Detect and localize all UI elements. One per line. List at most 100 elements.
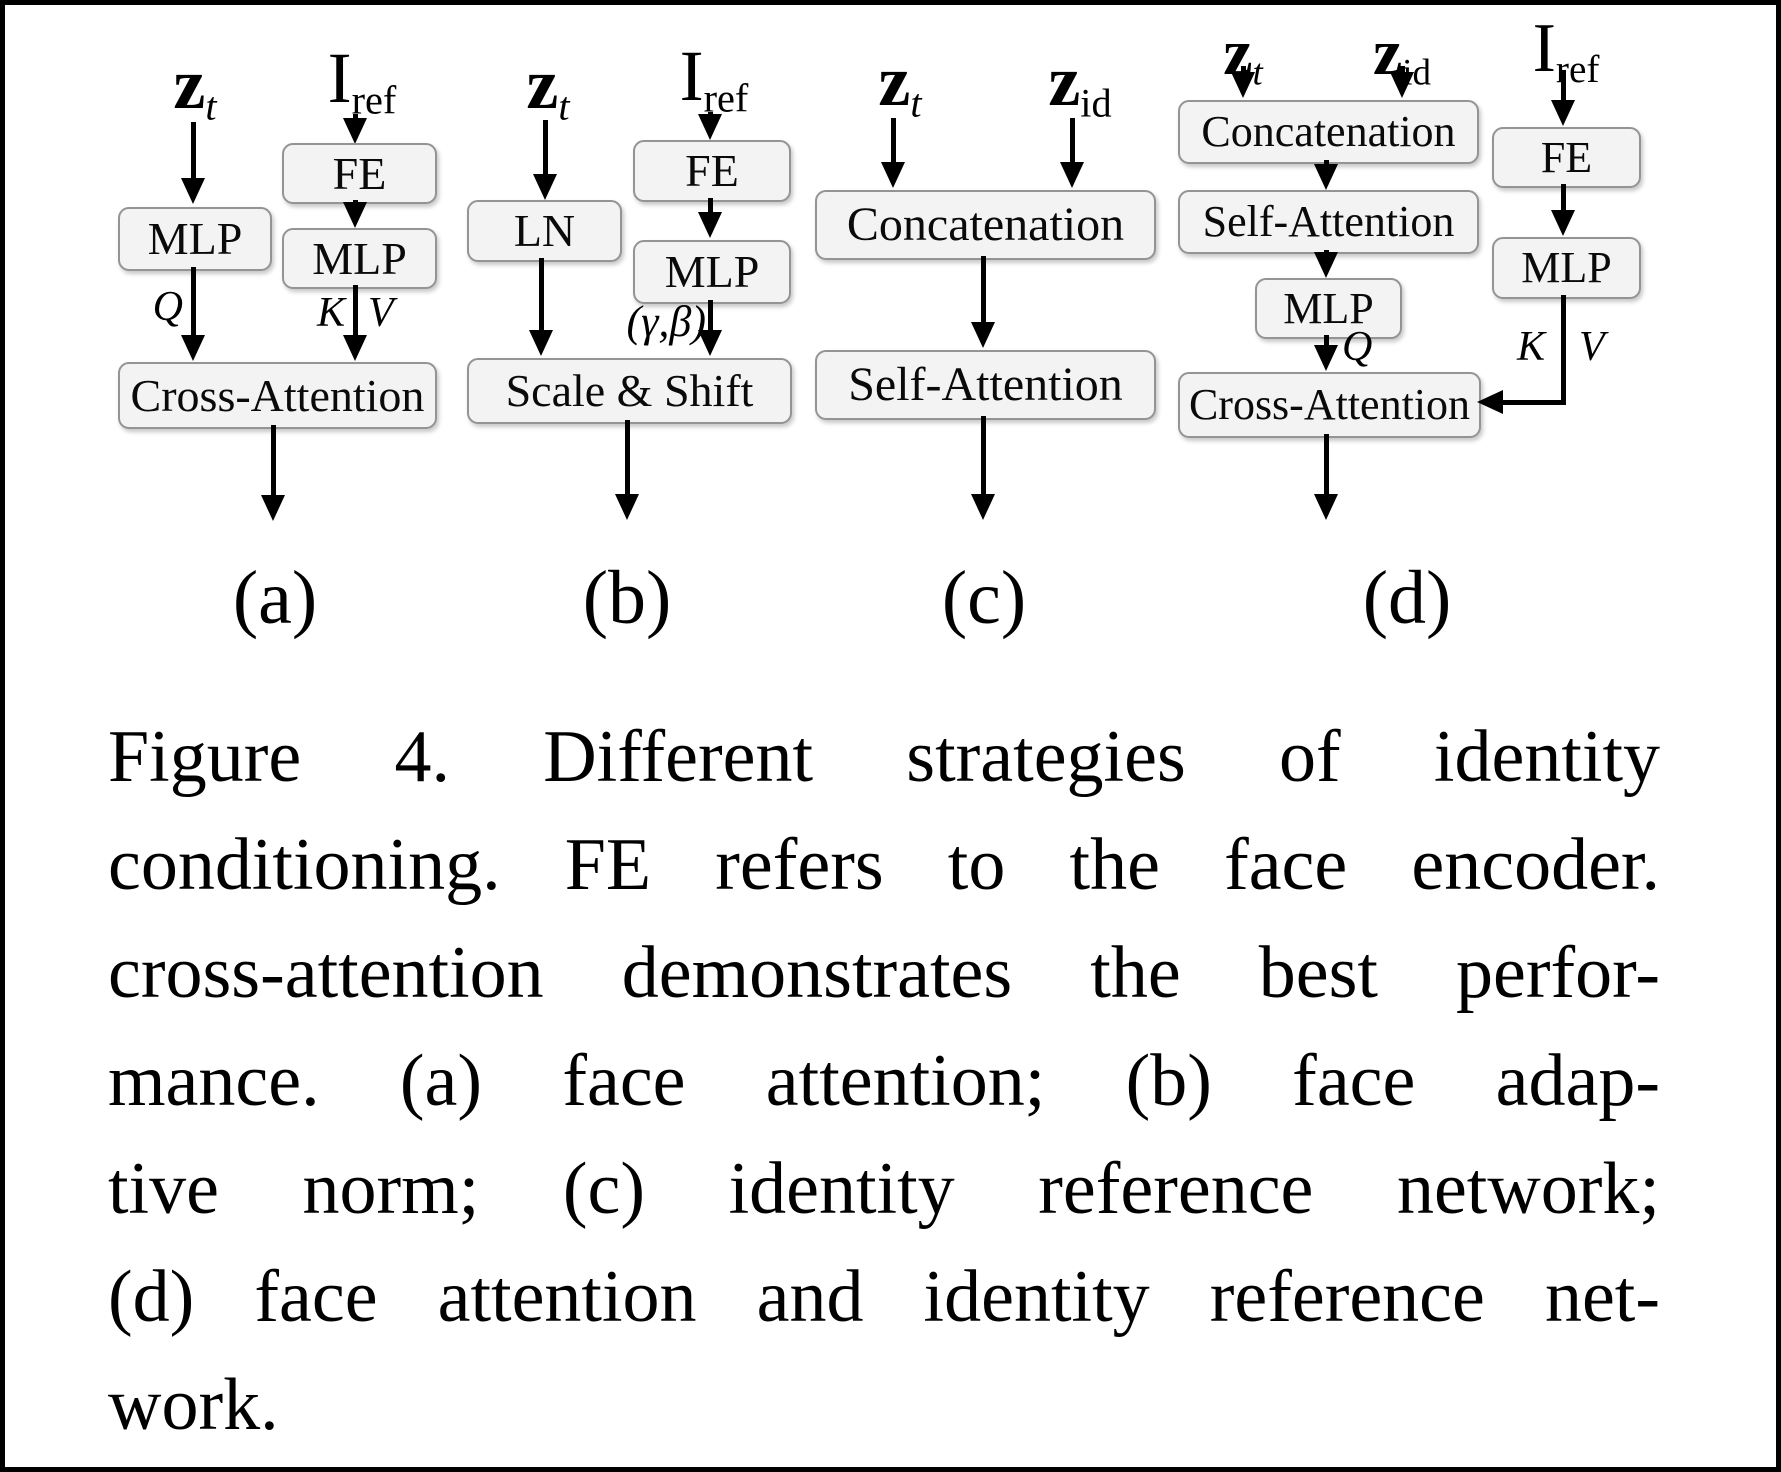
arrow-zt-to-concat-c — [891, 118, 896, 164]
arrow-iref-to-fe-d-head — [1551, 100, 1575, 126]
arrow-mlp-to-crossattn-q-a — [191, 267, 196, 337]
v-label-d: V — [1579, 324, 1605, 370]
output-arrow-d — [1324, 434, 1329, 496]
mlp-box-d-right: MLP — [1492, 237, 1641, 299]
output-arrow-c-head — [971, 494, 995, 520]
panel-label-c: (c) — [941, 556, 1027, 640]
cross-attention-box-a: Cross-Attention — [118, 362, 437, 429]
kv-elbow-line-horizontal-d — [1500, 400, 1563, 405]
caption-line: conditioning. FE refers to the face enco… — [108, 824, 1660, 906]
arrow-fe-to-mlp-b — [708, 198, 713, 214]
arrow-ln-to-scaleshift-b — [539, 258, 544, 332]
arrow-zid-to-concat-d-head — [1390, 72, 1414, 98]
zt-symbol-c: zt — [878, 45, 921, 124]
kv-elbow-line-vertical-d — [1561, 295, 1566, 405]
zt-symbol-a: zt — [173, 48, 216, 127]
z-base: z — [878, 41, 911, 121]
arrow-fe-to-mlp-b-head — [698, 212, 722, 238]
zt-symbol-b: zt — [526, 48, 569, 127]
t-subscript: t — [205, 83, 217, 129]
arrow-selfattn-to-mlp-d-head — [1314, 252, 1338, 278]
arrow-iref-to-fe-b-head — [698, 114, 722, 140]
kv-elbow-arrow-d-head — [1477, 390, 1503, 414]
z-base: z — [526, 44, 559, 124]
output-arrow-a — [271, 425, 276, 497]
cross-attention-box-d: Cross-Attention — [1178, 372, 1481, 438]
arrow-ln-to-scaleshift-b-head — [529, 330, 553, 356]
v-label-a: V — [368, 290, 394, 336]
self-attention-box-c: Self-Attention — [815, 350, 1156, 420]
arrow-concat-to-selfattn-c — [981, 256, 986, 324]
arrow-iref-to-fe-a-head — [343, 118, 367, 144]
arrow-mlp-to-scaleshift-b — [708, 300, 713, 332]
arrow-zt-to-mlp-a-head — [181, 178, 205, 204]
q-label-d: Q — [1342, 324, 1373, 370]
concatenation-box-c: Concatenation — [815, 190, 1156, 260]
scale-shift-box-b: Scale & Shift — [467, 358, 792, 424]
arrow-fe-to-mlp-a-head — [343, 202, 367, 228]
ref-subscript: ref — [351, 77, 397, 123]
arrow-zt-to-concat-c-head — [881, 162, 905, 188]
iref-symbol-b: Iref — [680, 40, 749, 119]
arrow-zid-to-concat-c — [1070, 118, 1075, 164]
arrow-fe-to-mlp-d — [1561, 184, 1566, 212]
ref-subscript: ref — [703, 75, 749, 121]
arrow-zt-to-ln-b-head — [533, 174, 557, 200]
i-base: I — [327, 38, 352, 118]
arrow-mlp-to-scaleshift-b-head — [698, 330, 722, 356]
output-arrow-d-head — [1314, 494, 1338, 520]
z-base: z — [1048, 41, 1081, 121]
arrow-zt-to-mlp-a — [191, 122, 196, 180]
arrow-zt-to-ln-b — [543, 120, 548, 176]
k-label-a: K — [316, 290, 345, 336]
output-arrow-b — [625, 420, 630, 496]
self-attention-box-d: Self-Attention — [1178, 190, 1479, 254]
fe-box-d: FE — [1492, 127, 1641, 188]
caption-line: (d) face attention and identity referenc… — [108, 1256, 1660, 1338]
mlp-box-d-left: MLP — [1255, 278, 1402, 339]
iref-symbol-d: Iref — [1533, 14, 1600, 90]
q-label-a: Q — [152, 284, 183, 330]
caption-line: cross-attention demonstrates the best pe… — [108, 932, 1660, 1014]
mlp-box-b: MLP — [633, 240, 791, 304]
t-subscript: t — [558, 83, 570, 129]
id-subscript: id — [1080, 80, 1112, 126]
t-subscript: t — [1252, 51, 1263, 93]
concatenation-box-d: Concatenation — [1178, 100, 1479, 164]
output-arrow-b-head — [615, 494, 639, 520]
arrow-mlp-to-crossattn-kv-a — [353, 285, 358, 337]
arrow-mlp-to-crossattn-kv-a-head — [343, 335, 367, 361]
panel-label-a: (a) — [232, 556, 318, 640]
z-base: z — [173, 44, 206, 124]
arrow-mlp-to-crossattn-q-a-head — [181, 335, 205, 361]
arrow-mlp-to-crossattn-q-d — [1324, 335, 1329, 347]
i-base: I — [679, 36, 704, 116]
arrow-zt-to-concat-d — [1241, 66, 1246, 76]
ln-box-b: LN — [467, 200, 622, 262]
iref-symbol-a: Iref — [328, 42, 397, 121]
arrow-zid-to-concat-d — [1400, 66, 1405, 76]
fe-box-a: FE — [282, 143, 437, 204]
panel-label-b: (b) — [582, 556, 672, 640]
caption-line: work. — [108, 1364, 279, 1446]
arrow-mlp-to-crossattn-q-d-head — [1314, 345, 1338, 371]
figure-caption: Figure 4. Different strategies of identi… — [108, 703, 1660, 1459]
panel-label-d: (d) — [1362, 556, 1452, 640]
arrow-concat-to-selfattn-d-head — [1314, 164, 1338, 190]
i-base: I — [1532, 10, 1556, 87]
t-subscript: t — [910, 80, 922, 126]
arrow-fe-to-mlp-d-head — [1551, 210, 1575, 236]
caption-line: mance. (a) face attention; (b) face adap… — [108, 1040, 1660, 1122]
mlp-box-a-right: MLP — [282, 228, 437, 289]
arrow-iref-to-fe-a — [353, 114, 358, 120]
fe-box-b: FE — [633, 140, 791, 202]
arrow-iref-to-fe-d — [1561, 70, 1566, 102]
mlp-box-a-left: MLP — [118, 207, 272, 271]
zid-symbol-c: zid — [1048, 45, 1111, 124]
k-label-d: K — [1516, 324, 1545, 370]
arrow-concat-to-selfattn-d — [1324, 160, 1329, 166]
caption-line: tive norm; (c) identity reference networ… — [108, 1148, 1660, 1230]
arrow-concat-to-selfattn-c-head — [971, 322, 995, 348]
output-arrow-a-head — [261, 495, 285, 521]
caption-line: Figure 4. Different strategies of identi… — [108, 716, 1660, 798]
